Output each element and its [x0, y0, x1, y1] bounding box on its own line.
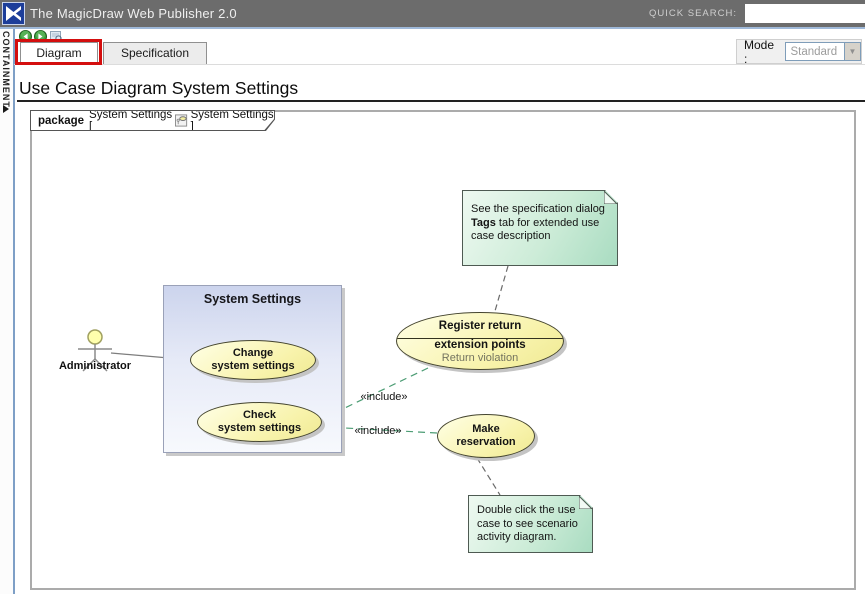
note-fold-icon	[579, 496, 592, 509]
frame-header-text-left: System Settings [	[89, 108, 173, 133]
use-case-label: Change	[232, 347, 274, 359]
mode-panel: Mode : Standard ▼	[736, 37, 862, 66]
use-case-check-system-settings[interactable]: Check system settings	[197, 402, 322, 442]
actor-administrator[interactable]	[78, 329, 112, 372]
use-case-label: system settings	[217, 422, 302, 434]
use-case-label: system settings	[211, 360, 295, 372]
package-keyword: package	[38, 114, 85, 127]
actor-head	[87, 329, 103, 345]
extension-point-value: Return violation	[441, 352, 519, 364]
system-boundary-title: System Settings	[203, 292, 302, 306]
use-case-label: Check	[242, 409, 277, 421]
quick-search-input[interactable]	[745, 4, 865, 23]
extension-points-label: extension points	[434, 339, 526, 351]
diagram-frame: package System Settings [ System Setting…	[30, 110, 856, 590]
note-text-line: Tags tab for extended use	[471, 216, 600, 229]
include-label-1: «include»	[360, 391, 408, 403]
quick-search-label: QUICK SEARCH:	[649, 8, 737, 19]
note-text-line: See the specification dialog	[471, 203, 605, 215]
diagram-canvas: System Settings Change system settings C…	[32, 112, 854, 588]
tab-diagram[interactable]: Diagram	[20, 42, 98, 65]
tab-specification[interactable]: Specification	[103, 42, 207, 65]
containment-label: CONTAINMENT	[1, 31, 11, 108]
magicdraw-logo-icon	[2, 2, 25, 25]
frame-header-text-right: System Settings ]	[190, 108, 274, 133]
title-underline	[17, 100, 865, 102]
note-text-line: Double click the use	[477, 504, 576, 516]
use-case-register-return[interactable]: Register return extension points Return …	[396, 312, 564, 370]
extension-points-divider	[397, 338, 563, 339]
header-underline	[0, 27, 865, 29]
note-anchor-bottom	[476, 457, 501, 496]
note-text-line: case to see scenario	[477, 517, 578, 530]
note-anchor-top	[494, 265, 509, 312]
note-top[interactable]: See the specification dialog Tags tab fo…	[462, 190, 618, 266]
use-case-label: reservation	[456, 436, 516, 448]
frame-header-tab: package System Settings [ System Setting…	[30, 110, 275, 131]
titlebar: The MagicDraw Web Publisher 2.0 QUICK SE…	[0, 0, 865, 27]
note-bottom[interactable]: Double click the use case to see scenari…	[468, 495, 593, 553]
use-case-diagram-icon	[175, 114, 188, 127]
use-case-change-system-settings[interactable]: Change system settings	[190, 340, 316, 380]
window-title: The MagicDraw Web Publisher 2.0	[30, 6, 237, 21]
mode-label: Mode :	[744, 37, 775, 66]
note-fold-icon	[604, 191, 617, 204]
containment-panel[interactable]: CONTAINMENT	[0, 29, 15, 594]
mode-select[interactable]: Standard ▼	[785, 42, 861, 61]
use-case-label: Make	[472, 423, 500, 435]
chevron-down-icon: ▼	[848, 47, 857, 56]
actor-label: Administrator	[58, 360, 132, 372]
note-text-line: activity diagram.	[477, 531, 557, 543]
note-text-line: case description	[471, 230, 551, 242]
mode-select-value: Standard	[790, 45, 838, 58]
use-case-make-reservation[interactable]: Make reservation	[437, 414, 535, 458]
mode-dropdown-button[interactable]: ▼	[844, 43, 860, 60]
include-label-2: «include»	[354, 425, 402, 437]
use-case-title: Register return	[438, 320, 522, 332]
containment-expand-icon[interactable]	[3, 105, 9, 113]
tab-row-separator	[14, 64, 865, 65]
page-title: Use Case Diagram System Settings	[19, 78, 299, 98]
